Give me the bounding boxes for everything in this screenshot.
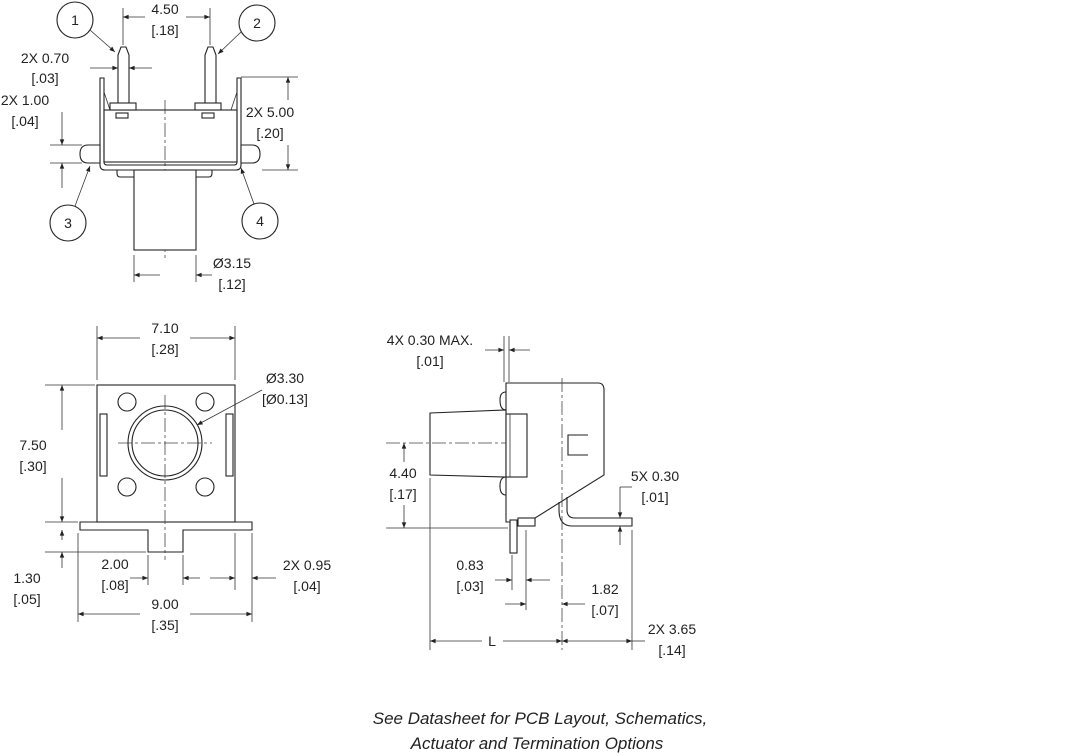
dim-actuator-height: 4.40 <box>389 465 416 481</box>
svg-text:[.14]: [.14] <box>658 642 685 658</box>
datasheet-note-line2: Actuator and Termination Options <box>410 734 664 753</box>
dim-stem-width: 2.00 <box>101 556 128 572</box>
callout-1: 1 <box>56 1 116 53</box>
pin-2 <box>204 46 217 104</box>
svg-text:[.03]: [.03] <box>31 70 58 86</box>
top-view: 1 2 3 4 4.50 [.18] 2X 0.70 [.03] 2X 1.00… <box>1 1 298 292</box>
dim-length-l: L <box>488 633 496 649</box>
dim-foot-width: 2X 0.95 <box>283 557 331 573</box>
leg-3 <box>79 144 101 164</box>
dim-lead-length: 2X 3.65 <box>648 621 696 637</box>
callout-2: 2 <box>217 4 276 55</box>
dim-actuator-diameter: Ø3.15 <box>213 255 251 271</box>
svg-text:4: 4 <box>256 213 264 229</box>
svg-text:[.04]: [.04] <box>293 578 320 594</box>
dim-frame-height: 2X 5.00 <box>246 104 294 120</box>
dim-body-height: 7.50 <box>19 437 46 453</box>
dim-stem-height: 1.30 <box>13 570 40 586</box>
dim-leg-height: 2X 1.00 <box>1 92 49 108</box>
svg-text:[.08]: [.08] <box>101 577 128 593</box>
frame <box>99 77 242 171</box>
body-front <box>96 384 236 523</box>
svg-text:[.03]: [.03] <box>456 578 483 594</box>
dim-pin-offset: 0.83 <box>456 557 483 573</box>
pin-1 <box>117 46 130 104</box>
svg-text:[.05]: [.05] <box>13 591 40 607</box>
svg-text:[Ø0.13]: [Ø0.13] <box>262 391 308 407</box>
dim-plate-thickness: 4X 0.30 MAX. <box>387 332 473 348</box>
dim-lead-thickness: 5X 0.30 <box>631 468 679 484</box>
svg-text:[.18]: [.18] <box>151 22 178 38</box>
svg-text:[.01]: [.01] <box>416 353 443 369</box>
front-view: 7.10 [.28] Ø3.30 [Ø0.13] 7.50 [.30] 1.30… <box>13 320 331 633</box>
svg-text:2: 2 <box>253 15 261 31</box>
leg-4 <box>240 144 261 164</box>
svg-text:[.01]: [.01] <box>641 489 668 505</box>
svg-text:[.07]: [.07] <box>591 602 618 618</box>
side-view: 4X 0.30 MAX. [.01] 4.40 [.17] 5X 0.30 [.… <box>386 332 696 658</box>
svg-text:[.12]: [.12] <box>218 276 245 292</box>
dim-body-width: 7.10 <box>151 320 178 336</box>
datasheet-note-line1: See Datasheet for PCB Layout, Schematics… <box>373 709 708 728</box>
svg-text:[.20]: [.20] <box>256 125 283 141</box>
dim-center-offset: 1.82 <box>591 581 618 597</box>
svg-text:3: 3 <box>64 215 72 231</box>
svg-text:[.28]: [.28] <box>151 341 178 357</box>
svg-text:[.35]: [.35] <box>151 617 178 633</box>
dim-overall-width: 9.00 <box>151 596 178 612</box>
actuator-side <box>429 409 507 478</box>
dim-pin-width: 2X 0.70 <box>21 50 69 66</box>
svg-text:[.30]: [.30] <box>19 458 46 474</box>
svg-text:1: 1 <box>71 12 79 28</box>
callout-3: 3 <box>49 165 91 242</box>
svg-text:[.17]: [.17] <box>389 486 416 502</box>
svg-text:[.04]: [.04] <box>11 113 38 129</box>
dim-bore-diameter: Ø3.30 <box>266 370 304 386</box>
actuator <box>133 169 197 251</box>
dim-pin-spacing: 4.50 <box>151 1 178 17</box>
callout-4: 4 <box>240 167 279 240</box>
